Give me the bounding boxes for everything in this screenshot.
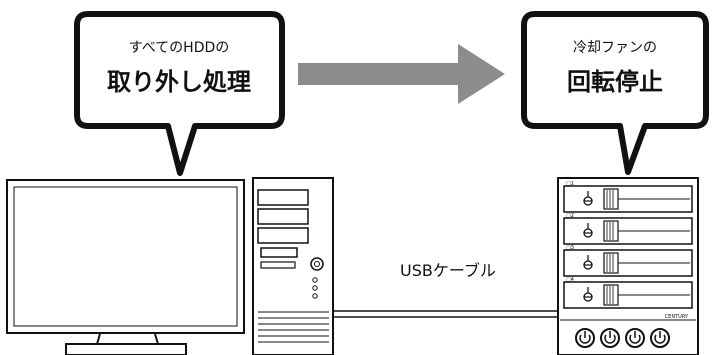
led-icon bbox=[312, 285, 318, 291]
bay-handle bbox=[603, 284, 690, 306]
monitor bbox=[6, 179, 245, 355]
bay-tag: □4 bbox=[566, 277, 574, 283]
left-bubble-line1: すべてのHDDの bbox=[129, 40, 230, 56]
drive-bay-1: □1 bbox=[563, 181, 693, 213]
bay-tag: □1 bbox=[566, 181, 574, 187]
lock-icon bbox=[583, 223, 593, 238]
drive-bay-1 bbox=[257, 189, 309, 206]
cable-label: USBケーブル bbox=[400, 261, 496, 280]
switch-1-icon bbox=[575, 328, 595, 348]
switch-4-icon bbox=[650, 328, 670, 348]
usb-cable bbox=[333, 310, 560, 318]
pc-tower bbox=[252, 177, 334, 355]
right-bubble-line1: 冷却ファンの bbox=[573, 40, 657, 56]
process-arrow bbox=[298, 44, 505, 104]
lock-icon bbox=[583, 255, 593, 270]
switch-2-icon bbox=[600, 328, 620, 348]
bay-tag: □3 bbox=[566, 245, 574, 251]
switch-3-icon bbox=[625, 328, 645, 348]
led-icon bbox=[312, 277, 318, 283]
right-bubble-line2: 回転停止 bbox=[567, 68, 663, 96]
bay-handle bbox=[603, 220, 690, 242]
lock-icon bbox=[583, 191, 593, 206]
left-bubble-line2: 取り外し処理 bbox=[107, 68, 251, 96]
fan-switches bbox=[560, 319, 696, 348]
drive-bay-4: □4 bbox=[563, 277, 693, 309]
bay-tag: □2 bbox=[566, 213, 574, 219]
drive-bay-3 bbox=[257, 227, 309, 244]
left-speech-bubble: すべてのHDDの 取り外し処理 bbox=[74, 11, 285, 176]
right-speech-bubble: 冷却ファンの 回転停止 bbox=[521, 11, 709, 175]
bay-handle bbox=[603, 252, 690, 274]
drive-bay-3: □3 bbox=[563, 245, 693, 277]
enclosure-brand: CENTURY bbox=[665, 314, 689, 320]
led-icon bbox=[312, 293, 318, 299]
floppy-slot bbox=[260, 247, 298, 258]
power-button-icon bbox=[310, 257, 324, 271]
hdd-enclosure: □1 □2 □3 □4 CENTURY bbox=[557, 177, 699, 355]
drive-bay-2 bbox=[257, 208, 309, 225]
lock-icon bbox=[583, 287, 593, 302]
drive-bay-2: □2 bbox=[563, 213, 693, 245]
bay-handle bbox=[603, 188, 690, 210]
